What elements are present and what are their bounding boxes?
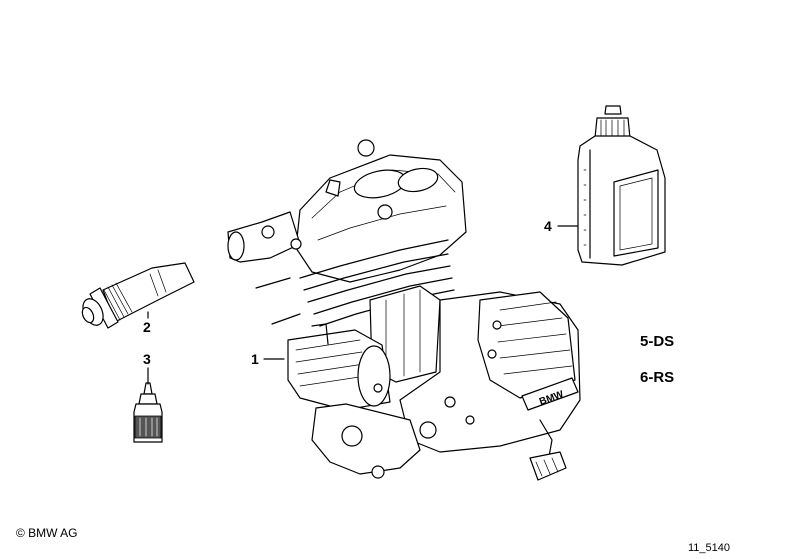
thread-lock-bottle-illustration bbox=[133, 382, 163, 443]
callout-1: 1 bbox=[251, 351, 259, 367]
callout-4: 4 bbox=[544, 218, 552, 234]
callout-3: 3 bbox=[143, 351, 151, 367]
sealant-tube-illustration bbox=[81, 262, 195, 329]
variant-label-5-ds: 5-DS bbox=[640, 333, 675, 350]
variant-label-6-rs: 6-RS bbox=[640, 369, 675, 386]
engine-oil-bottle-illustration bbox=[577, 105, 666, 266]
copyright-notice: © BMW AG bbox=[16, 526, 78, 540]
leader-lines bbox=[147, 225, 579, 385]
engine-assembly-illustration: BMW bbox=[227, 139, 581, 481]
drawing-number: 11_5140 bbox=[688, 542, 731, 554]
callout-2: 2 bbox=[143, 319, 151, 335]
